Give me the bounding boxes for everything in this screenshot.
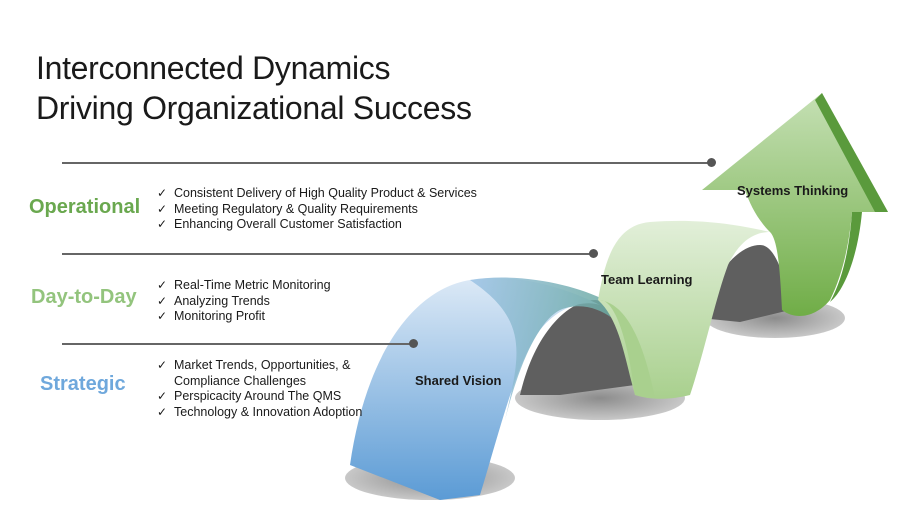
list-item: Perspicacity Around The QMS [157, 389, 372, 405]
shared-vision-ribbon-edge [470, 277, 612, 420]
team-learning-ribbon-side [600, 300, 655, 398]
operational-list: Consistent Delivery of High Quality Prod… [157, 186, 477, 233]
operational-line [62, 162, 712, 164]
list-item: Real-Time Metric Monitoring [157, 278, 331, 294]
day-to-day-label: Day-to-Day [31, 286, 137, 308]
systems-thinking-arrow-shaft-side [830, 212, 862, 302]
list-item: Consistent Delivery of High Quality Prod… [157, 186, 477, 202]
systems-thinking-label: Systems Thinking [737, 183, 849, 198]
strategic-list: Market Trends, Opportunities, & Complian… [157, 358, 372, 420]
shared-vision-label: Shared Vision [415, 373, 502, 388]
trough-1-inner [520, 300, 635, 395]
trough-2-inner [700, 245, 790, 322]
list-item: Monitoring Profit [157, 309, 331, 325]
strategic-line [62, 343, 414, 345]
team-learning-label: Team Learning [601, 272, 693, 287]
strategic-line-dot [409, 339, 418, 348]
page-title: Interconnected Dynamics Driving Organiza… [36, 48, 472, 128]
list-item: Meeting Regulatory & Quality Requirement… [157, 202, 477, 218]
list-item: Technology & Innovation Adoption [157, 405, 372, 421]
title-line-1: Interconnected Dynamics [36, 50, 391, 86]
strategic-label: Strategic [40, 373, 126, 395]
day-to-day-line [62, 253, 594, 255]
title-line-2: Driving Organizational Success [36, 90, 472, 126]
day-to-day-line-dot [589, 249, 598, 258]
systems-thinking-arrow-side [815, 93, 888, 212]
list-item: Enhancing Overall Customer Satisfaction [157, 217, 477, 233]
list-item: Market Trends, Opportunities, & Complian… [157, 358, 372, 389]
list-item: Analyzing Trends [157, 294, 331, 310]
operational-line-dot [707, 158, 716, 167]
day-to-day-list: Real-Time Metric Monitoring Analyzing Tr… [157, 278, 331, 325]
operational-label: Operational [29, 196, 141, 218]
